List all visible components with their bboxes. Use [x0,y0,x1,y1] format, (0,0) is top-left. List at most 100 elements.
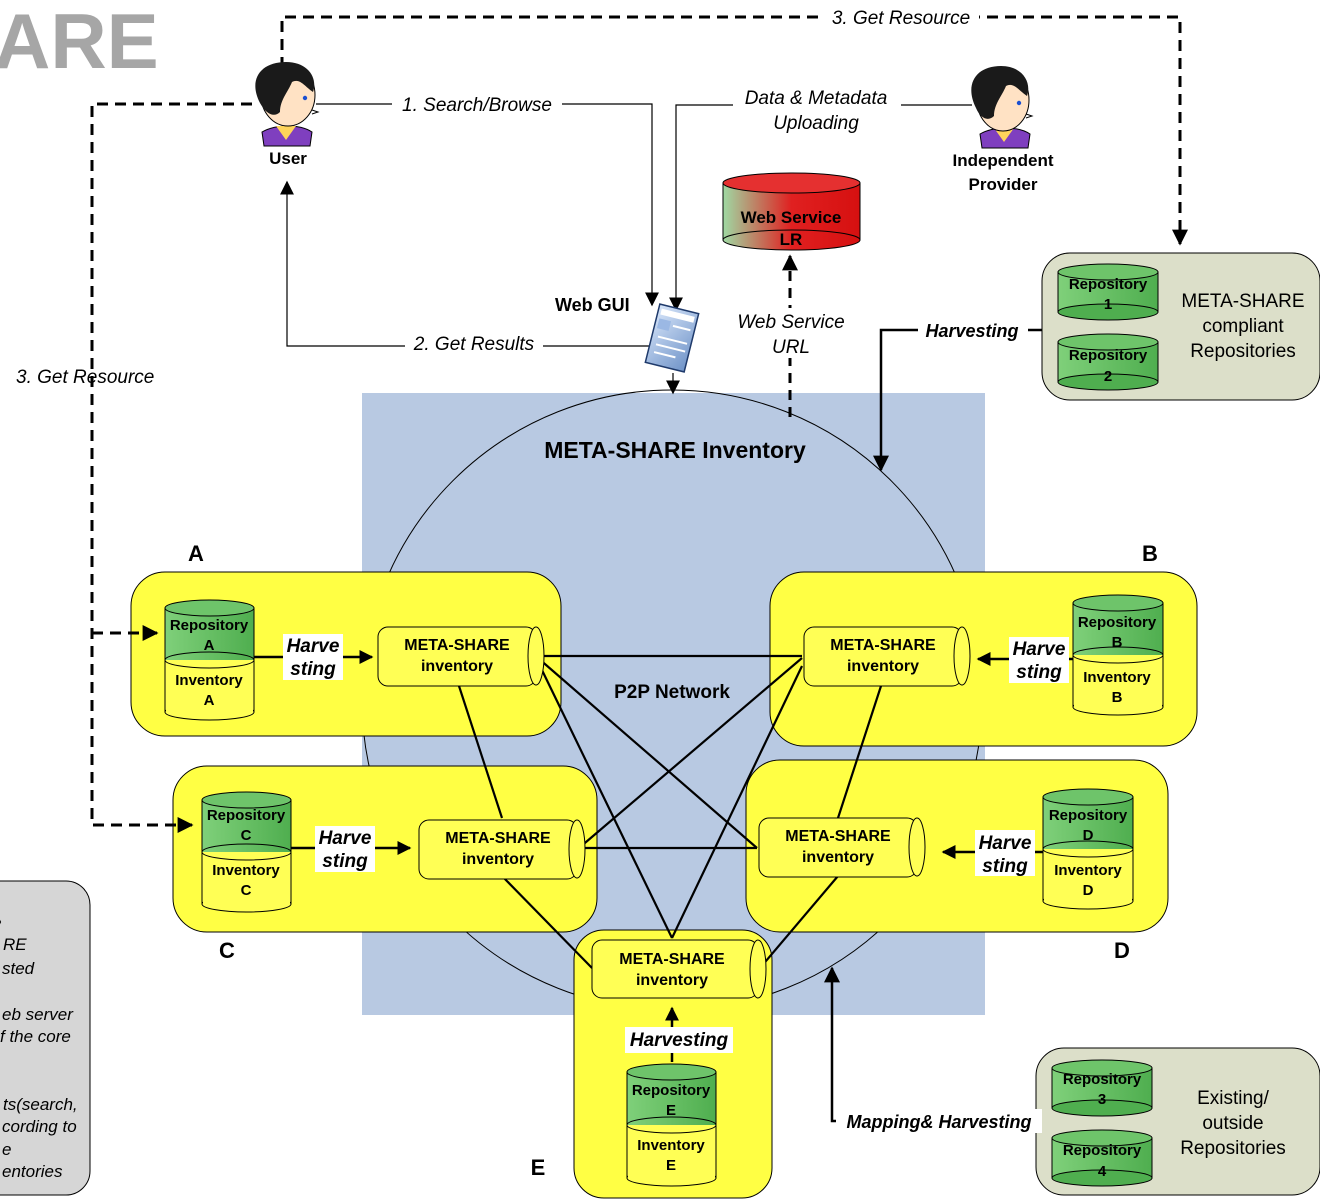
svg-text:1: 1 [1104,296,1112,313]
get-results-path [280,180,652,347]
inv-label-d: Inventory [1054,862,1122,879]
repo-label-a: Repository [170,617,249,634]
svg-text:2: 2 [1104,368,1112,385]
provider-label-2: Provider [969,175,1038,194]
repo-label-d: Repository [1049,807,1128,824]
upload-label: Data & Metadata Uploading [733,86,901,136]
svg-text:Harve: Harve [979,833,1032,854]
outside-label-2: outside [1202,1113,1263,1134]
user-avatar-icon [255,62,320,147]
provider-label-1: Independent [952,151,1053,170]
svg-text:sting: sting [290,659,336,680]
legend-line-7: e [2,1140,11,1159]
p2p-links [457,654,883,969]
inv-id-d: D [1083,882,1094,899]
compliant-repo-2[interactable]: Repository 2 [1057,333,1159,391]
inv-label-b: Inventory [1083,669,1151,686]
node-letter-d: D [1114,938,1130,963]
svg-text:URL: URL [772,337,810,358]
inventory-cylinder-b[interactable]: META-SHARE inventory [803,626,971,687]
repo-id-d: D [1083,827,1094,844]
search-browse-label: 1. Search/Browse [392,92,562,118]
compliant-label-2: compliant [1202,316,1284,337]
inventory-label-2: inventory [847,658,919,675]
harvest-label-a: Harve sting [283,634,343,680]
inventory-label-1: META-SHARE [830,637,936,654]
repo-id-a: A [204,637,215,654]
web-service-lr-cylinder[interactable]: Web Service LR [722,172,861,251]
web-gui-icon[interactable] [644,303,700,373]
repo-label-c: Repository [207,807,286,824]
get-results-label: 2. Get Results [405,333,543,359]
repository-cylinder-a[interactable]: Repository A Inventory A [164,599,255,721]
legend-line-4: f the core [0,1027,71,1046]
compliant-label-3: Repositories [1190,341,1296,362]
inv-id-b: B [1112,689,1123,706]
svg-text:Mapping& Harvesting: Mapping& Harvesting [846,1112,1031,1132]
svg-text:Repository: Repository [1063,1071,1142,1088]
svg-text:Repository: Repository [1063,1142,1142,1159]
compliant-repo-1[interactable]: Repository 1 [1057,263,1159,321]
legend-line-1: RE [3,935,27,954]
repository-cylinder-e[interactable]: Repository E Inventory E [626,1063,717,1187]
outside-repo-4[interactable]: Repository 4 [1051,1129,1153,1187]
repo-id-c: C [241,827,252,844]
legend-line-2: sted [2,959,35,978]
user-label: User [269,149,307,168]
svg-text:Uploading: Uploading [773,113,859,134]
repo-label-b: Repository [1078,614,1157,631]
inv-label-e: Inventory [637,1137,705,1154]
get-resource-left-label: 3. Get Resource [16,367,154,388]
compliant-harvest-label: Harvesting [918,318,1028,342]
outside-repo-3[interactable]: Repository 3 [1051,1059,1153,1117]
web-gui-label: Web GUI [555,295,630,315]
inventory-title: META-SHARE Inventory [544,437,806,463]
inventory-cylinder-c[interactable]: META-SHARE inventory [418,819,586,880]
search-browse-path [316,103,659,307]
legend-line-6: cording to [2,1117,77,1136]
svg-text:Harvesting: Harvesting [925,321,1018,341]
inventory-label-1: META-SHARE [619,951,725,968]
inv-label-c: Inventory [212,862,280,879]
inventory-cylinder-a[interactable]: META-SHARE inventory [377,626,545,687]
inventory-cylinder-e[interactable]: META-SHARE inventory [591,939,767,999]
brand-fragment: ARE [0,0,159,85]
svg-text:2. Get Results: 2. Get Results [413,334,535,355]
ws-lr-label-1: Web Service [741,208,842,227]
node-letter-e: E [531,1155,546,1180]
compliant-label-1: META-SHARE [1181,291,1304,312]
svg-text:4: 4 [1098,1163,1107,1180]
mapping-harvest-label: Mapping& Harvesting [836,1109,1042,1133]
svg-text:sting: sting [1016,662,1062,683]
svg-text:Harvesting: Harvesting [630,1030,729,1051]
inv-id-e: E [666,1157,676,1174]
get-resource-left-path [90,102,252,833]
p2p-label: P2P Network [614,682,730,703]
repo-label-e: Repository [632,1082,711,1099]
legend-line-8: entories [2,1162,63,1181]
svg-text:Harve: Harve [1013,639,1066,660]
harvest-label-d: Harve sting [975,830,1035,877]
harvest-label-b: Harve sting [1009,637,1069,683]
outside-label-3: Repositories [1180,1138,1286,1159]
repository-cylinder-c[interactable]: Repository C Inventory C [201,791,292,913]
repository-cylinder-d[interactable]: Repository D Inventory D [1042,788,1134,910]
repository-cylinder-b[interactable]: Repository B Inventory B [1072,594,1164,716]
svg-text:Harve: Harve [319,828,372,849]
inventory-label-1: META-SHARE [445,830,551,847]
get-resource-top-path [280,15,1188,246]
inventory-cylinder-d[interactable]: META-SHARE inventory [758,817,926,878]
web-service-url-label: Web Service URL [726,308,854,358]
svg-text:Harve: Harve [287,636,340,657]
provider-avatar-icon [971,66,1034,149]
svg-text:3. Get Resource: 3. Get Resource [832,8,970,29]
legend-line-3: eb server [2,1005,74,1024]
inv-id-c: C [241,882,252,899]
node-letter-a: A [188,541,204,566]
repo-id-b: B [1112,634,1123,651]
inv-id-a: A [204,692,215,709]
svg-text:Repository: Repository [1069,276,1148,293]
ws-lr-label-2: LR [780,230,803,249]
legend-box: RE sted eb server f the core ts(search, … [0,880,91,1196]
